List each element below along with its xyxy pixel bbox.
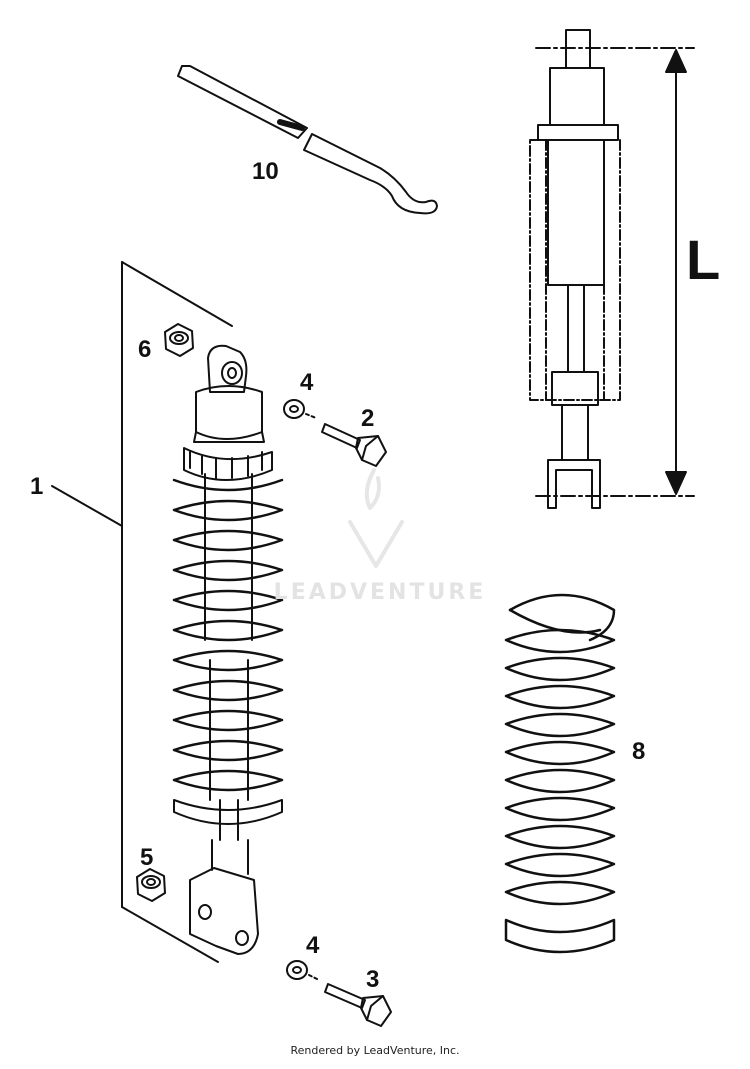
nut-bottom bbox=[136, 868, 166, 902]
spring-loose bbox=[504, 593, 616, 954]
hook-wrench bbox=[177, 65, 438, 215]
callout-5: 5 bbox=[140, 844, 154, 871]
callout-10: 10 bbox=[252, 158, 279, 185]
callout-4-bottom: 4 bbox=[306, 932, 320, 959]
washer-top bbox=[283, 399, 317, 419]
callout-3: 3 bbox=[366, 966, 380, 993]
shock-dimension-outline bbox=[529, 29, 695, 509]
nut-top bbox=[164, 323, 194, 357]
callout-8: 8 bbox=[632, 738, 646, 765]
callout-6: 6 bbox=[138, 336, 152, 363]
shock-absorber bbox=[172, 344, 284, 955]
dimension-label-length: L bbox=[686, 228, 721, 291]
watermark-text: LEADVENTURE bbox=[273, 580, 487, 605]
callout-1: 1 bbox=[30, 473, 44, 500]
callout-4-top: 4 bbox=[300, 369, 314, 396]
bolt-top bbox=[321, 423, 387, 467]
callout-2: 2 bbox=[361, 405, 375, 432]
washer-bottom bbox=[286, 960, 320, 981]
flame-v-logo-icon bbox=[348, 468, 404, 568]
footer-credit: Rendered by LeadVenture, Inc. bbox=[290, 1044, 460, 1057]
bolt-bottom bbox=[324, 983, 392, 1027]
assembly-bracket bbox=[51, 261, 233, 963]
